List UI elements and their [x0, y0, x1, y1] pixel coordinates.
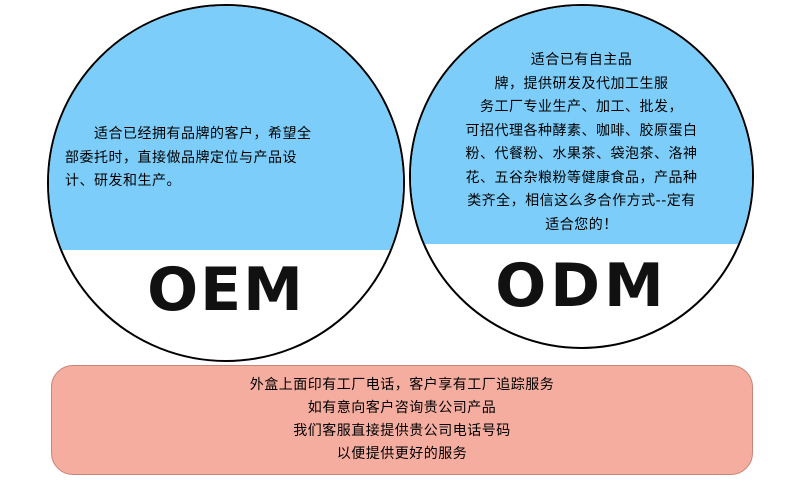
oem-label: OEM — [147, 255, 305, 325]
oem-circle: 适合已经拥有品牌的客户，希望全 部委托时，直接做品牌定位与产品设 计、研发和生产… — [47, 4, 405, 362]
info-line: 我们客服直接提供贵公司电话号码 — [293, 423, 511, 439]
oem-circle-blue-area — [49, 6, 403, 250]
odm-label: ODM — [495, 251, 668, 321]
info-line: 如有意向客户咨询贵公司产品 — [307, 400, 497, 416]
info-line: 以便提供更好的服务 — [336, 446, 468, 462]
info-line: 外盒上面印有工厂电话，客户享有工厂追踪服务 — [249, 377, 555, 393]
oem-description: 适合已经拥有品牌的客户，希望全 部委托时，直接做品牌定位与产品设 计、研发和生产… — [65, 126, 312, 189]
odm-circle: 适合已有自主品 牌，提供研发及代加工生服 务工厂专业生产、加工、批发， 可招代理… — [409, 4, 754, 349]
odm-circle-blue-area — [411, 6, 752, 244]
odm-description: 适合已有自主品 牌，提供研发及代加工生服 务工厂专业生产、加工、批发， 可招代理… — [465, 52, 698, 233]
service-info-box: 外盒上面印有工厂电话，客户享有工厂追踪服务 如有意向客户咨询贵公司产品 我们客服… — [51, 365, 753, 475]
